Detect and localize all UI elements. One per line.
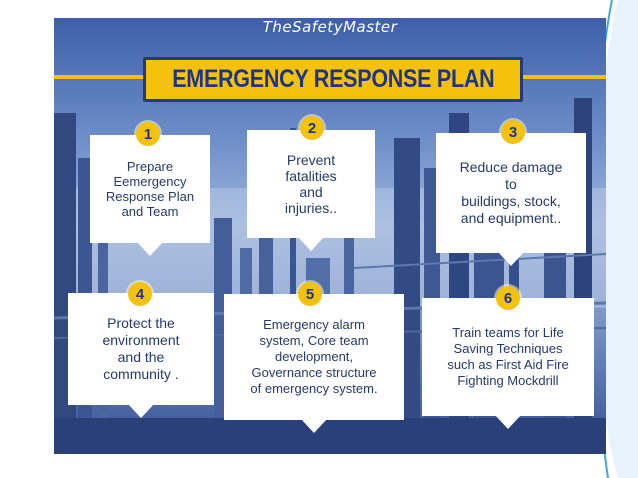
step-card-1: Prepare Eemergency Response Plan and Tea…	[90, 135, 210, 256]
step-badge-5: 5	[298, 282, 322, 306]
page-title: EMERGENCY RESPONSE PLAN	[171, 65, 495, 93]
step-badge-6: 6	[496, 286, 520, 310]
step-badge-1: 1	[136, 122, 160, 146]
brand-name: TheSafetyMaster	[262, 18, 398, 36]
poster: TheSafetyMaster EMERGENCY RESPONSE PLAN …	[54, 18, 606, 454]
step-card-6: Train teams for Life Saving Techniques s…	[422, 298, 594, 429]
step-badge-3: 3	[501, 120, 525, 144]
step-badge-2: 2	[300, 116, 324, 140]
step-badge-4: 4	[128, 282, 152, 306]
step-card-5: Emergency alarm system, Core team develo…	[224, 294, 404, 433]
step-text: Emergency alarm system, Core team develo…	[250, 317, 378, 396]
step-text: Protect the environment and the communit…	[102, 315, 180, 382]
step-text: Reduce damage to buildings, stock, and e…	[459, 159, 563, 226]
step-text: Train teams for Life Saving Techniques s…	[447, 325, 569, 388]
step-text: Prevent fatalities and injuries..	[284, 152, 338, 216]
step-text: Prepare Eemergency Response Plan and Tea…	[105, 159, 195, 219]
step-card-4: Protect the environment and the communit…	[68, 293, 214, 418]
step-card-3: Reduce damage to buildings, stock, and e…	[436, 133, 586, 266]
title-banner: EMERGENCY RESPONSE PLAN	[143, 57, 523, 102]
step-card-2: Prevent fatalities and injuries..	[247, 130, 375, 251]
